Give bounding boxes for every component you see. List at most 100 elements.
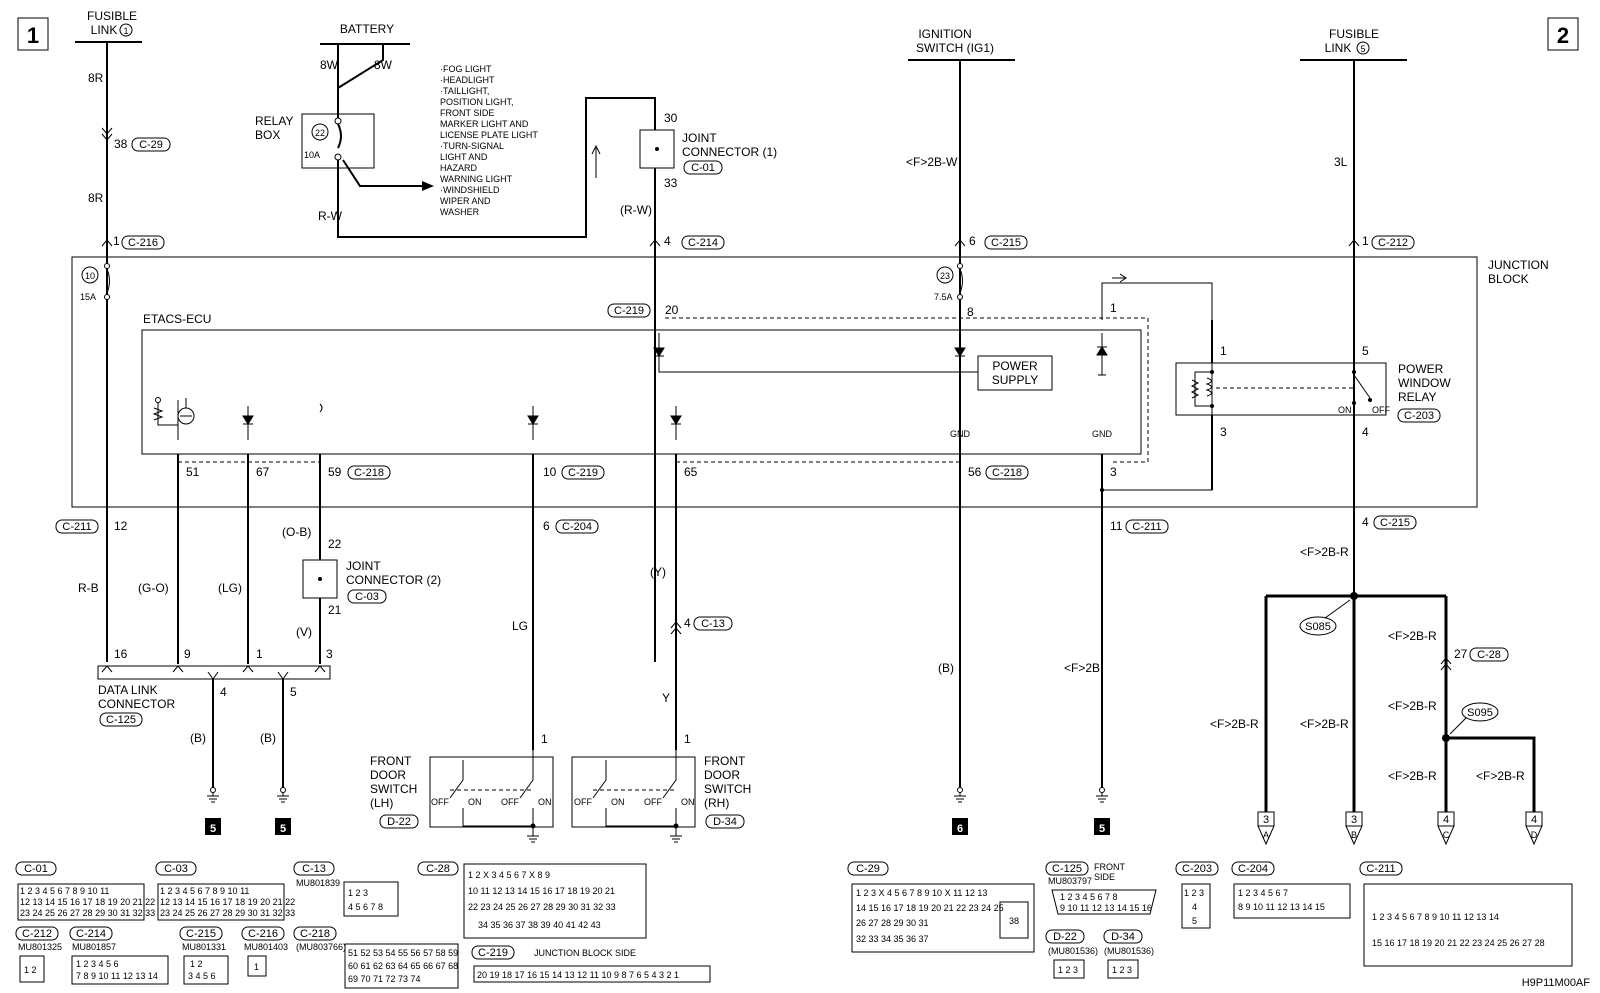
jb-pin-3: 3 — [1110, 465, 1117, 479]
jb-pin-65: 65 — [684, 465, 698, 479]
gnd-label-1: GND — [950, 429, 971, 439]
legend-c28-row2: 10 11 12 13 14 15 16 17 18 19 20 21 — [468, 886, 615, 896]
legend-d34-part: (MU801536) — [1104, 946, 1154, 956]
jc1-label-b: CONNECTOR (1) — [682, 145, 777, 159]
legend-c214-row2: 7 8 9 10 11 12 13 14 — [76, 971, 158, 981]
rh-off-1: OFF — [574, 797, 592, 807]
relay-label-b: WINDOW — [1398, 376, 1451, 390]
wire-lg-paren: (LG) — [218, 581, 242, 595]
c215b-tag: C-215 — [1380, 517, 1410, 529]
etacs-ecu-label: ETACS-ECU — [143, 312, 211, 326]
fusible-link-1-label-b: LINK — [91, 23, 118, 37]
lh-off-1: OFF — [431, 797, 449, 807]
ignition-label-b: SWITCH (IG1) — [916, 41, 994, 55]
lh-label-c: SWITCH — [370, 782, 417, 796]
ref-d-num: 4 — [1531, 814, 1537, 826]
legend-c01-row1: 1 2 3 4 5 6 7 8 9 10 11 — [20, 886, 109, 896]
ground-3-label: 6 — [957, 823, 963, 835]
legend-c218-row1: 51 52 53 54 55 56 57 58 59 — [348, 948, 458, 958]
jb-pin-67: 67 — [256, 465, 270, 479]
fusible-link-1-label-a: FUSIBLE — [87, 9, 137, 23]
power-supply-label-a: POWER — [992, 359, 1038, 373]
wire-go: (G-O) — [138, 581, 169, 595]
fuse-10-amp: 15A — [80, 292, 96, 302]
dlc-label-b: CONNECTOR — [98, 697, 175, 711]
legend-c125: C-125 — [1052, 863, 1082, 875]
fuse-10-number: 10 — [85, 271, 95, 281]
offpage-ref-a: 3 A — [1257, 811, 1275, 846]
jb-pin-8: 8 — [967, 305, 974, 319]
page-right-number: 2 — [1557, 23, 1569, 48]
wire-lg: LG — [512, 619, 528, 633]
legend-c125-part: MU803797 — [1048, 876, 1092, 886]
legend-c218-part: (MU803766) — [296, 942, 346, 952]
ecu-input-circuits — [152, 397, 682, 440]
wire-b-l5: (B) — [260, 731, 276, 745]
legend-c29: C-29 — [856, 863, 880, 875]
jc1-pin-33: 33 — [664, 176, 678, 190]
lh-switch-pin: 1 — [541, 732, 548, 746]
page-marker-right: 2 — [1547, 17, 1579, 51]
relay-box-label-a: RELAY — [255, 114, 293, 128]
wire-8r-bottom: 8R — [88, 191, 104, 205]
ground-4-label: 5 — [1099, 823, 1105, 835]
offpage-ref-c: 4 C — [1437, 811, 1455, 846]
relay-on: ON — [1338, 405, 1352, 415]
legend-c214-row1: 1 2 3 4 5 6 — [76, 959, 119, 969]
relay-pin-4: 4 — [1362, 425, 1369, 439]
c216-connector-tag: C-216 — [128, 237, 158, 249]
page-marker-left: 1 — [17, 17, 49, 51]
rh-label-d: (RH) — [704, 796, 729, 810]
legend-c214: C-214 — [76, 928, 106, 940]
relay-off: OFF — [1372, 405, 1390, 415]
c218b-tag: C-218 — [992, 467, 1022, 479]
legend-c125-row2: 9 10 11 12 13 14 15 16 — [1060, 903, 1152, 913]
ground-2-label: 5 — [280, 823, 286, 835]
wire-b-l4: (B) — [190, 731, 206, 745]
c211a-pin: 12 — [114, 519, 128, 533]
legend-c03: C-03 — [164, 863, 188, 875]
front-door-switch-rh — [571, 756, 696, 828]
legend-c216-grid: 1 — [254, 962, 259, 972]
legend-c212-part: MU801325 — [18, 942, 62, 952]
battery-load-item: LICENSE PLATE LIGHT — [440, 130, 538, 140]
jc1-pin-30: 30 — [664, 111, 678, 125]
wire-3l: 3L — [1334, 155, 1348, 169]
legend-c28-row1: 1 2 X 3 4 5 6 7 X 8 9 — [468, 870, 550, 880]
wire-8w-right: 8W — [374, 58, 393, 72]
c215b-pin: 4 — [1362, 515, 1369, 529]
jb-pin-56: 56 — [968, 465, 982, 479]
c211b-tag: C-211 — [1132, 521, 1161, 533]
c212-connector-tag: C-212 — [1378, 237, 1408, 249]
legend-d34: D-34 — [1111, 931, 1135, 943]
legend-c204: C-204 — [1238, 863, 1268, 875]
lh-on-2: ON — [538, 797, 552, 807]
lh-label-a: FRONT — [370, 754, 412, 768]
legend-c219: C-219 — [478, 947, 508, 959]
ref-d-letter: D — [1531, 830, 1538, 840]
lh-label-b: DOOR — [370, 768, 406, 782]
ref-c-num: 4 — [1443, 814, 1449, 826]
legend-c215-part: MU801331 — [182, 942, 226, 952]
legend-d22: D-22 — [1053, 931, 1077, 943]
battery-load-item: ·FOG LIGHT — [440, 64, 492, 74]
rh-label-a: FRONT — [704, 754, 746, 768]
c204-tag: C-204 — [562, 521, 592, 533]
legend-c03-row2: 12 13 14 15 16 17 18 19 20 21 22 — [160, 897, 295, 907]
battery-load-item: ·HEADLIGHT — [440, 75, 495, 85]
relay-pin-1: 1 — [1220, 344, 1227, 358]
battery-load-item: WARNING LIGHT — [440, 174, 513, 184]
legend-c29-row2: 14 15 16 17 18 19 20 21 22 23 24 25 — [856, 903, 1004, 913]
c28-pin: 27 — [1454, 647, 1468, 661]
dlc-pin-3: 3 — [326, 647, 333, 661]
diagram-code: H9P11M00AF — [1522, 977, 1591, 989]
battery-load-item: POSITION LIGHT, — [440, 97, 514, 107]
wire-f2br-c1: <F>2B-R — [1388, 629, 1437, 643]
c218a-tag: C-218 — [354, 467, 384, 479]
battery-load-item: HAZARD — [440, 163, 478, 173]
offpage-ref-d: 4 D — [1525, 811, 1543, 846]
jc2-pin-22: 22 — [328, 537, 342, 551]
wire-f2br-top: <F>2B-R — [1300, 545, 1349, 559]
legend-c125-row1: 1 2 3 4 5 6 7 8 — [1060, 892, 1118, 902]
